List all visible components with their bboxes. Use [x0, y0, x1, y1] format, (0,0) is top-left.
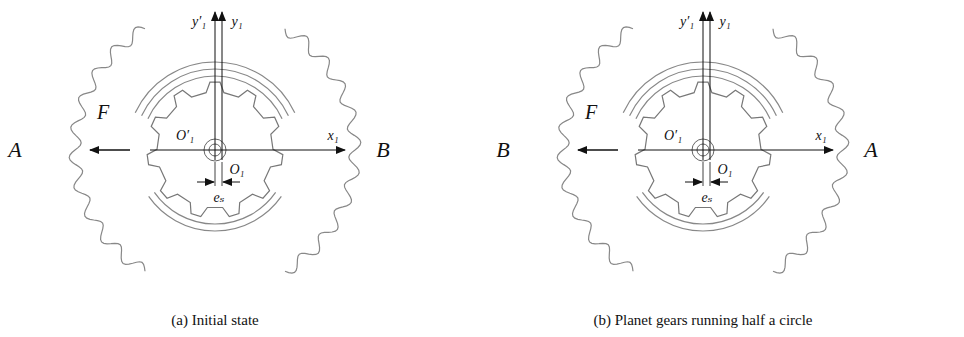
x-axis	[150, 150, 345, 151]
dimension-tick	[222, 162, 223, 186]
panel-b-illustration	[557, 12, 849, 273]
eccentricity-label: eₛ	[702, 191, 713, 205]
force-label: F	[97, 102, 109, 122]
y-axis	[703, 12, 704, 160]
dimension-tick	[710, 162, 711, 186]
force-arrow	[90, 149, 130, 151]
eccentricity-label: eₛ	[214, 191, 225, 205]
dimension-arrow	[685, 182, 702, 183]
point-label: A	[864, 139, 877, 161]
center-label: O′₁	[664, 129, 682, 143]
axis-label: y₁	[231, 15, 242, 29]
dimension-tick	[703, 162, 704, 186]
axis-label: y₁	[719, 15, 730, 29]
dimension-arrow	[197, 182, 214, 183]
dimension-arrow	[223, 182, 240, 183]
axis-label: x₁	[327, 129, 338, 143]
force-label: F	[585, 102, 597, 122]
y-axis	[215, 12, 216, 160]
dimension-tick	[215, 162, 216, 186]
axis-label: x₁	[815, 129, 826, 143]
center-label: O′₁	[176, 129, 194, 143]
center-label: O₁	[230, 163, 245, 177]
x-axis	[638, 150, 833, 151]
panel-caption: (a) Initial state	[171, 313, 258, 328]
panel-a-illustration	[69, 12, 361, 273]
point-label: B	[496, 139, 509, 161]
panel-caption: (b) Planet gears running half a circle	[593, 313, 812, 328]
axis-label: y′₁	[192, 15, 206, 29]
center-label: O₁	[718, 163, 733, 177]
y-axis	[710, 12, 711, 160]
force-arrow	[578, 149, 618, 151]
y-axis	[222, 12, 223, 160]
dimension-arrow	[711, 182, 728, 183]
point-label: B	[376, 139, 389, 161]
point-label: A	[8, 139, 21, 161]
axis-label: y′₁	[680, 15, 694, 29]
